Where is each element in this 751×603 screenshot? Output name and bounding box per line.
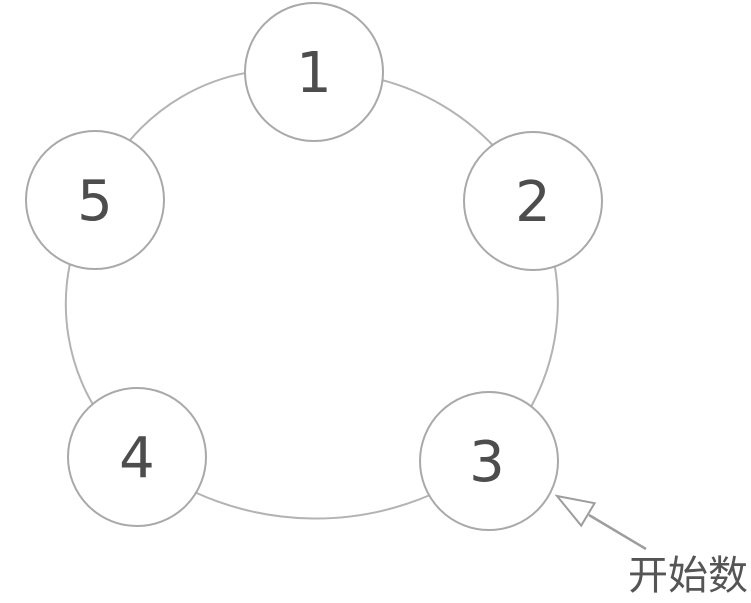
start-arrow-head-icon — [554, 494, 597, 528]
node-1: 1 — [244, 2, 384, 142]
node-3-circle — [419, 391, 559, 531]
node-1-circle — [244, 2, 384, 142]
node-4-circle — [67, 387, 207, 527]
node-5-circle — [25, 130, 165, 270]
node-5-label: 5 — [77, 169, 113, 234]
start-arrow-shaft — [588, 513, 647, 551]
node-2-circle — [463, 131, 603, 271]
node-2: 2 — [463, 131, 603, 271]
start-annotation-label: 开始数 — [628, 553, 748, 599]
node-4-label: 4 — [119, 426, 155, 491]
node-1-label: 1 — [296, 41, 332, 106]
node-5: 5 — [25, 130, 165, 270]
node-4: 4 — [67, 387, 207, 527]
node-3: 3 — [419, 391, 559, 531]
node-2-label: 2 — [515, 170, 551, 235]
node-3-label: 3 — [469, 430, 505, 495]
start-arrow — [554, 494, 647, 551]
